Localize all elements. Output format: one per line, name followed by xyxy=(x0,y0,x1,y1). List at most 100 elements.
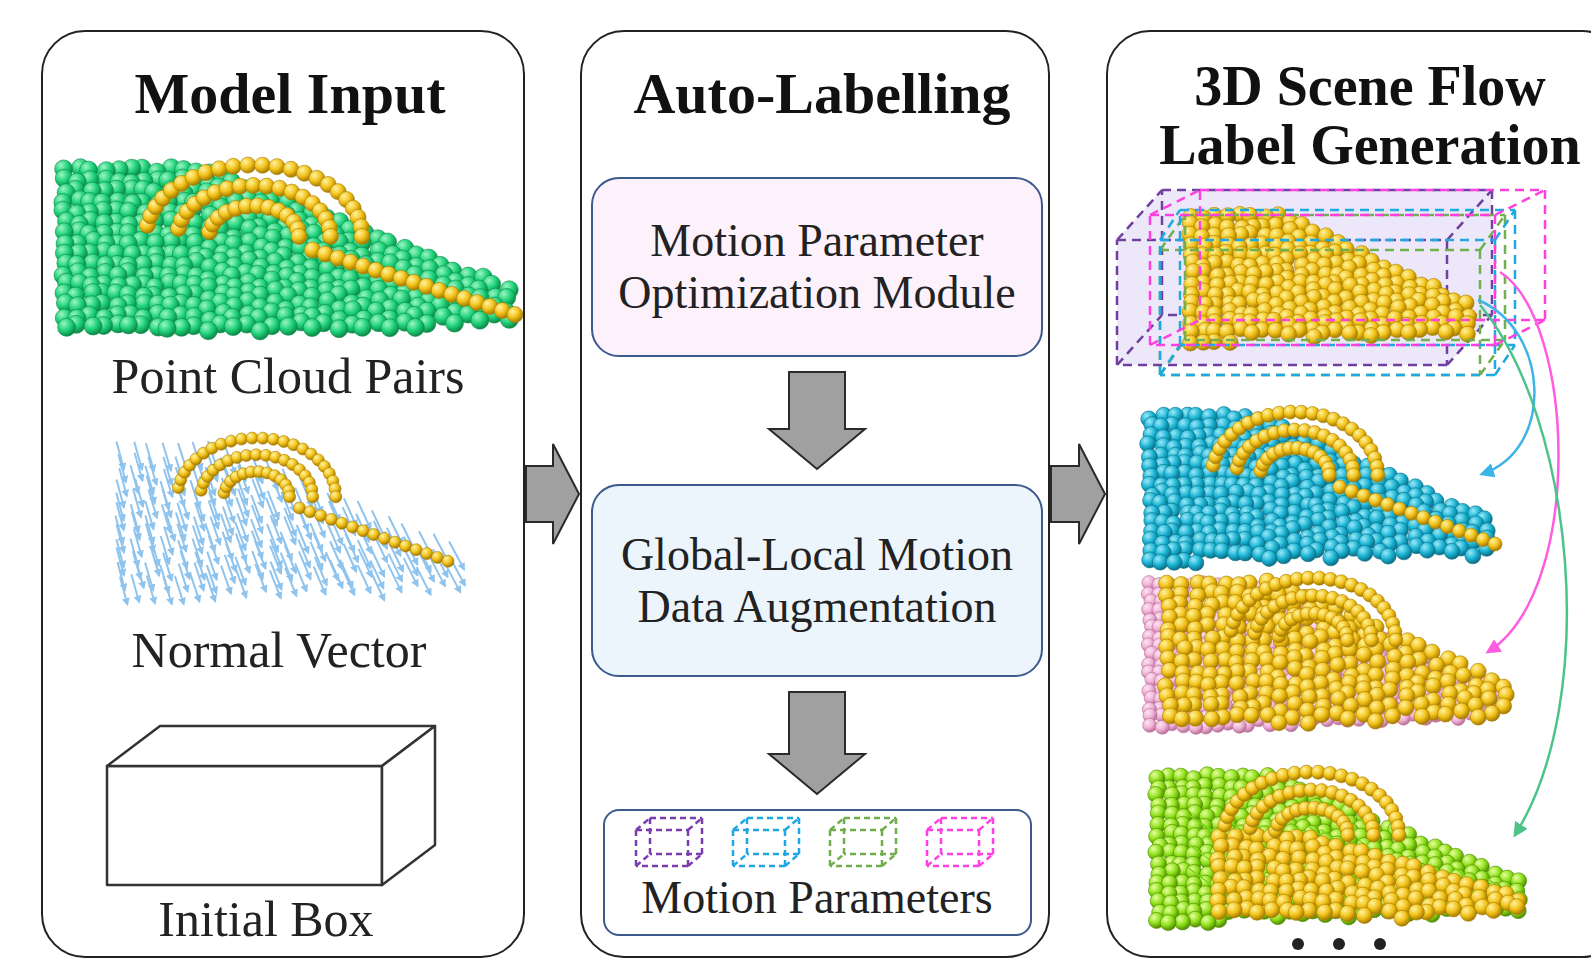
normal-arrow xyxy=(371,549,384,577)
normal-arrow xyxy=(330,560,342,588)
normal-arrow xyxy=(388,564,402,592)
box-edge xyxy=(940,818,943,854)
box-edge xyxy=(1199,190,1202,320)
point xyxy=(1237,545,1253,561)
box-edge xyxy=(830,829,882,832)
box-edge xyxy=(1149,215,1152,345)
box-edge xyxy=(882,818,896,830)
point xyxy=(84,317,102,335)
point xyxy=(267,433,279,445)
normal-arrow xyxy=(236,497,246,525)
box-edge xyxy=(1116,240,1119,365)
point xyxy=(1401,324,1417,340)
point xyxy=(336,517,348,529)
point xyxy=(1143,718,1157,732)
point xyxy=(1261,550,1277,566)
point xyxy=(442,555,454,567)
point xyxy=(251,322,269,340)
point-cloud-pair-figure xyxy=(54,157,523,340)
box-edge xyxy=(1495,190,1545,215)
cyan-pair-figure xyxy=(1140,405,1502,571)
point xyxy=(1342,325,1358,341)
point xyxy=(235,433,247,445)
normal-arrow xyxy=(163,576,172,604)
normal-arrow xyxy=(192,538,201,566)
normal-arrow xyxy=(226,543,236,571)
box-edge xyxy=(649,818,652,854)
normal-arrow xyxy=(135,453,143,481)
box-edge xyxy=(636,865,688,868)
box-candidates-figure xyxy=(1117,190,1545,375)
normal-arrow xyxy=(416,567,430,595)
box-edge xyxy=(650,853,702,856)
box-edge xyxy=(688,854,702,866)
point xyxy=(279,317,297,335)
normal-arrow xyxy=(237,513,247,541)
box-edge xyxy=(1514,210,1517,345)
box-edge xyxy=(927,865,979,868)
point xyxy=(330,491,342,503)
point xyxy=(330,320,348,338)
motion-parameter-icons xyxy=(636,818,993,866)
box-face xyxy=(107,726,435,766)
box-edge xyxy=(650,817,702,820)
box-edge xyxy=(1159,240,1162,375)
normal-arrow xyxy=(145,515,153,543)
normal-arrow xyxy=(239,545,249,573)
point xyxy=(1380,548,1396,564)
box-edge xyxy=(843,818,846,854)
box-edge xyxy=(636,829,688,832)
box-edge xyxy=(636,818,650,830)
normal-arrow xyxy=(146,443,154,471)
box-outline xyxy=(636,818,702,866)
point xyxy=(1488,537,1502,551)
point xyxy=(1276,548,1292,564)
box-edge xyxy=(830,865,882,868)
normal-arrow xyxy=(356,514,369,542)
normal-arrow xyxy=(118,562,125,590)
box-edge xyxy=(747,817,799,820)
box-edge xyxy=(1180,209,1515,212)
normal-arrow xyxy=(175,576,184,604)
point xyxy=(406,318,424,336)
normal-arrow xyxy=(342,567,355,595)
normal-arrow xyxy=(340,560,353,588)
normal-arrow xyxy=(147,576,155,604)
point xyxy=(389,536,401,548)
point xyxy=(1419,542,1435,558)
point xyxy=(353,318,371,336)
normal-arrow xyxy=(252,505,263,533)
box-outline xyxy=(1160,210,1515,375)
point xyxy=(246,432,258,444)
box-edge xyxy=(1160,374,1495,377)
normal-arrow xyxy=(194,562,203,590)
normal-arrow xyxy=(255,564,266,592)
point xyxy=(445,314,463,332)
box-edge xyxy=(733,854,747,866)
point xyxy=(368,529,380,541)
normal-arrow xyxy=(252,551,263,579)
normal-arrow xyxy=(270,546,281,574)
normal-arrow xyxy=(193,526,202,554)
point xyxy=(199,322,217,340)
box-edge xyxy=(926,830,929,866)
normal-arrow xyxy=(179,564,188,592)
normal-arrow xyxy=(238,489,248,517)
normal-arrow xyxy=(295,563,307,591)
normal-arrow xyxy=(162,505,170,533)
box-edge xyxy=(927,854,941,866)
box-edge xyxy=(1200,189,1545,192)
box-edge xyxy=(979,818,993,830)
box-edge xyxy=(688,818,702,830)
normal-arrow xyxy=(345,534,358,562)
box-edge xyxy=(732,830,735,866)
normal-arrow xyxy=(358,565,371,593)
point xyxy=(291,228,307,244)
point xyxy=(1396,544,1412,560)
box-edge xyxy=(1150,214,1495,217)
normal-arrow xyxy=(266,498,277,526)
point xyxy=(347,521,359,533)
box-edge xyxy=(1150,190,1200,215)
normal-arrow xyxy=(131,574,139,602)
normal-vector-figure xyxy=(115,432,465,604)
